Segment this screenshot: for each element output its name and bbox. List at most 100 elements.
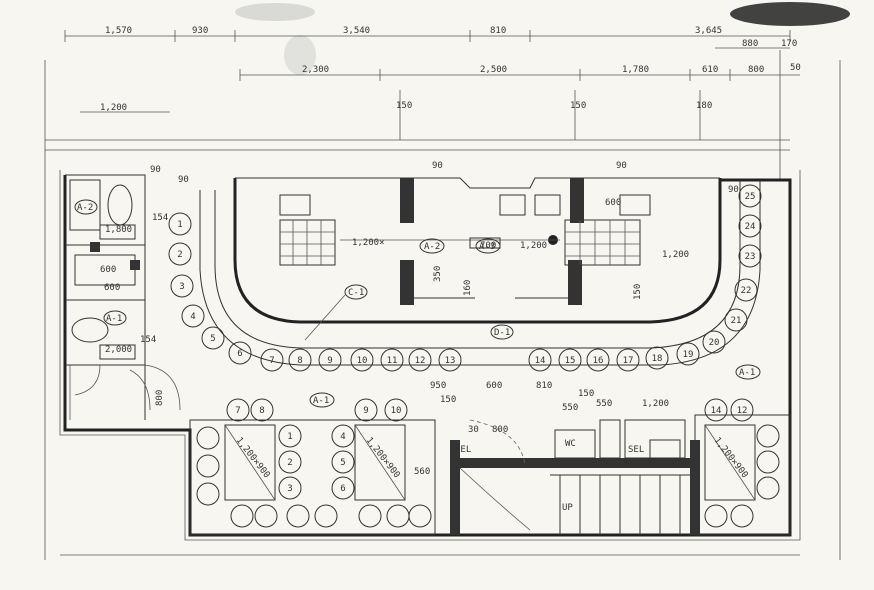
seat-front-right-17[interactable]: 17 [616,348,640,372]
box-label-600: 600 [605,198,621,208]
seat-front-10[interactable]: 10 [350,348,374,372]
box-label-sel-a: SEL [455,445,471,455]
stool-8[interactable] [358,504,382,528]
stool-5[interactable] [254,504,278,528]
seat-box-2[interactable]: 2 [278,450,302,474]
seat-number: 20 [709,338,720,348]
dim-550-b: 550 [596,399,612,409]
seat-lower-8[interactable]: 8 [250,398,274,422]
seat-left-arc-1[interactable]: 1 [168,212,192,236]
seat-front-right-19[interactable]: 19 [676,342,700,366]
seat-circle [408,504,432,528]
seat-circle [756,450,780,474]
scan-smudge [235,2,850,75]
seat-left-arc-2[interactable]: 2 [168,242,192,266]
seat-lower-9[interactable]: 9 [354,398,378,422]
seat-right-arc-22[interactable]: 22 [734,278,758,302]
seat-circle [170,274,194,298]
stool-12[interactable] [756,450,780,474]
seat-lower-7[interactable]: 7 [226,398,250,422]
seat-left-arc-5[interactable]: 5 [201,326,225,350]
seat-circle [384,398,408,422]
seat-box-4[interactable]: 4 [331,424,355,448]
seat-front-13[interactable]: 13 [438,348,462,372]
seat-circle [250,398,274,422]
seat-front-8[interactable]: 8 [288,348,312,372]
seat-circle [331,450,355,474]
stool-2[interactable] [196,454,220,478]
seat-front-12[interactable]: 12 [408,348,432,372]
seat-circle [738,184,762,208]
stool-4[interactable] [230,504,254,528]
stool-1[interactable] [196,426,220,450]
seat-circle [756,476,780,500]
seat-right-arc-24[interactable]: 24 [738,214,762,238]
seat-box-6[interactable]: 6 [331,476,355,500]
seat-front-right-18[interactable]: 18 [645,346,669,370]
dim-90-b: 90 [178,175,189,185]
seat-circle [558,348,582,372]
seat-circle [358,504,382,528]
seat-left-arc-7[interactable]: 7 [260,348,284,372]
seat-circle [528,348,552,372]
seat-circle [380,348,404,372]
counter-label-3: 1,200×900 [712,436,750,481]
seat-front-right-16[interactable]: 16 [586,348,610,372]
stool-6[interactable] [286,504,310,528]
seat-circle [724,308,748,332]
tag-a1-bottom: A-1 [313,396,329,406]
seat-right-arc-25[interactable]: 25 [738,184,762,208]
box-label-700: 700 [480,241,496,251]
seat-number: 5 [210,334,215,344]
seat-left-arc-4[interactable]: 4 [181,304,205,328]
seat-circle [645,346,669,370]
seat-lower-14[interactable]: 14 [704,398,728,422]
seat-left-arc-3[interactable]: 3 [170,274,194,298]
stool-7[interactable] [314,504,338,528]
dim-top-1: 1,570 [105,26,132,36]
dimension-texts: 1,570 930 3,540 810 3,645 880 170 2,300 … [100,26,801,477]
seat-box-3[interactable]: 3 [278,476,302,500]
seat-number: 8 [297,356,302,366]
seat-front-right-14[interactable]: 14 [528,348,552,372]
seat-front-right-20[interactable]: 20 [702,330,726,354]
seat-number: 4 [190,312,195,322]
restroom-left [69,179,140,360]
seat-right-arc-23[interactable]: 23 [738,244,762,268]
stool-13[interactable] [756,476,780,500]
seat-number: 4 [340,432,345,442]
dim-560: 560 [414,467,430,477]
seat-number: 9 [363,406,368,416]
seat-number: 9 [327,356,332,366]
stool-10[interactable] [408,504,432,528]
stool-3[interactable] [196,482,220,506]
seat-right-arc-21[interactable]: 21 [724,308,748,332]
seat-box-5[interactable]: 5 [331,450,355,474]
box-label-1800-left: 1,800 [105,225,132,235]
stool-14[interactable] [704,504,728,528]
stool-11[interactable] [756,424,780,448]
dim-top-right-2: 170 [781,39,797,49]
seat-front-9[interactable]: 9 [318,348,342,372]
seat-box-1[interactable]: 1 [278,424,302,448]
seat-circle [168,212,192,236]
seat-front-11[interactable]: 11 [380,348,404,372]
seat-circle [354,398,378,422]
dim-second-5: 800 [748,65,764,75]
seat-left-arc-6[interactable]: 6 [228,341,252,365]
seat-front-right-15[interactable]: 15 [558,348,582,372]
dim-150-low: 150 [440,395,456,405]
seat-number: 16 [593,356,604,366]
stool-15[interactable] [730,504,754,528]
seat-lower-10[interactable]: 10 [384,398,408,422]
stool-9[interactable] [386,504,410,528]
seat-circle [230,504,254,528]
dim-90-e: 90 [728,185,739,195]
seat-circle [331,476,355,500]
seat-circle [196,454,220,478]
box-label-600-left: 600 [100,265,116,275]
seat-circle [278,424,302,448]
tag-layer: A-2 A-2 A-1 A-1 A-1 A-3 C-1 D-1 [74,199,761,408]
seat-lower-12[interactable]: 12 [730,398,754,422]
